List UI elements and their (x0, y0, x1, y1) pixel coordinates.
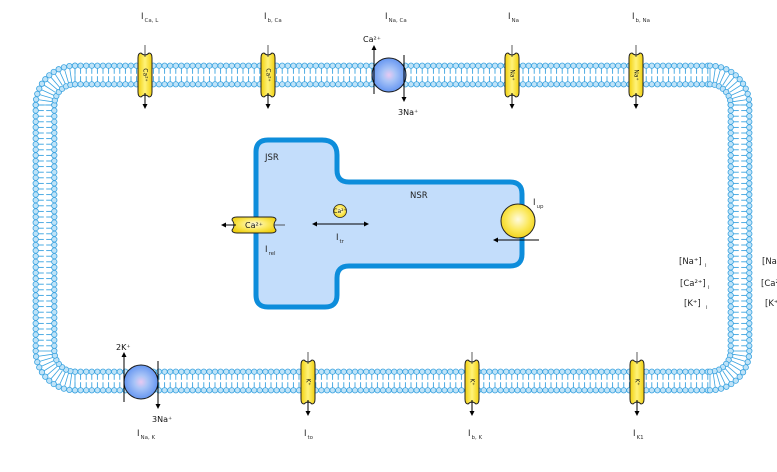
exchanger-circle (371, 57, 407, 93)
ion-channel (629, 359, 645, 405)
concentration-sub: i (708, 285, 710, 291)
current-label-sub: K1 (637, 435, 644, 441)
ion-label: Ca²⁺ (265, 68, 272, 81)
nak-pump: 2K⁺ 3Na⁺ (116, 343, 172, 424)
ion-channel (137, 52, 153, 98)
ion-channel (464, 359, 480, 405)
concentration-outside: [Na (762, 257, 777, 267)
concentration-text: [K⁺ (765, 299, 777, 309)
ion-label: Ca²⁺ (142, 68, 149, 81)
ion-out-label: Ca²⁺ (363, 35, 381, 44)
current-label-main: I (533, 198, 536, 208)
concentration-text: [Na⁺] (679, 257, 702, 267)
concentration-text: [Ca²⁺] (680, 279, 706, 289)
ion-label: K⁺ (469, 378, 476, 385)
current-label-sub: b, K (472, 435, 483, 441)
ion-channel (300, 359, 316, 405)
current-label-sub: to (308, 435, 314, 441)
current-label-main: I (385, 12, 388, 22)
current-label-sub: tr (340, 239, 345, 245)
ca-transfer: Ca²⁺ (312, 204, 369, 227)
current-label-main: I (304, 429, 307, 439)
concentration-text: [Ca² (761, 279, 777, 289)
channel-na: Na⁺ (504, 45, 520, 109)
ca-ion-circle (333, 204, 347, 218)
concentration-text: [K⁺] (684, 299, 701, 309)
ion-in-label: 3Na⁺ (398, 108, 418, 117)
concentration-sub: i (705, 263, 707, 269)
jsr-label: JSR (264, 153, 279, 163)
channel-b-k: K⁺ (464, 352, 480, 416)
current-label-sub: Na, Ca (389, 18, 407, 24)
current-label-main: I (265, 245, 268, 255)
concentration-inside: [Ca²⁺]i (680, 279, 710, 291)
membrane-proteins: Ca²⁺Ca²⁺Na⁺Na⁺Ca²⁺3Na⁺K⁺K⁺K⁺2K⁺3Na⁺Ca²⁺C… (116, 35, 645, 424)
concentration-text: [Na (762, 257, 777, 267)
nsr-label: NSR (410, 191, 428, 201)
channel-to: K⁺ (300, 352, 316, 416)
current-label-main: I (264, 12, 267, 22)
channel-b-na: Na⁺ (628, 45, 644, 109)
current-label-sub: Ca, L (145, 18, 160, 24)
serca-uptake-pump (493, 203, 539, 243)
sr-outline (253, 137, 525, 310)
current-label-main: I (336, 233, 339, 243)
ion-label: K⁺ (634, 378, 641, 385)
channel-ca-l: Ca²⁺ (137, 45, 153, 109)
current-label-sub: Na, K (141, 435, 156, 441)
concentration-sub: i (706, 305, 708, 311)
current-label-sub: Na (512, 18, 520, 24)
ion-out-label: 2K⁺ (116, 343, 131, 352)
current-label-sub: up (537, 204, 544, 210)
channel-k1: K⁺ (629, 352, 645, 416)
ion-in-label: 3Na⁺ (152, 415, 172, 424)
current-label-sub: b, Na (636, 18, 650, 24)
current-label-main: I (632, 12, 635, 22)
current-label-main: I (137, 429, 140, 439)
ion-label: K⁺ (305, 378, 312, 385)
ion-channel (504, 52, 520, 98)
current-label-main: I (141, 12, 144, 22)
ncx-exchanger: Ca²⁺ 3Na⁺ (363, 35, 418, 117)
ion-label: Ca²⁺ (245, 221, 263, 230)
concentration-inside: [Na⁺]i (679, 257, 707, 269)
ryr-release-channel: Ca²⁺ (221, 216, 285, 234)
channel-body (231, 216, 277, 234)
current-label-main: I (633, 429, 636, 439)
sarcoplasmic-reticulum: JSR NSR (253, 137, 525, 310)
concentration-inside: [K⁺] i (684, 299, 708, 311)
current-label-main: I (468, 429, 471, 439)
concentration-outside: [K⁺ (765, 299, 777, 309)
ion-channel (260, 52, 276, 98)
pump-circle (500, 203, 536, 239)
current-label-main: I (508, 12, 511, 22)
current-label-sub: rel (269, 251, 277, 257)
channel-b-ca: Ca²⁺ (260, 45, 276, 109)
current-label-sub: b, Ca (268, 18, 282, 24)
ion-label: Na⁺ (509, 69, 516, 80)
pump-circle (123, 364, 159, 400)
ion-label: Ca²⁺ (333, 208, 346, 215)
concentration-outside: [Ca² (761, 279, 777, 289)
ion-channel (628, 52, 644, 98)
ion-label: Na⁺ (633, 69, 640, 80)
